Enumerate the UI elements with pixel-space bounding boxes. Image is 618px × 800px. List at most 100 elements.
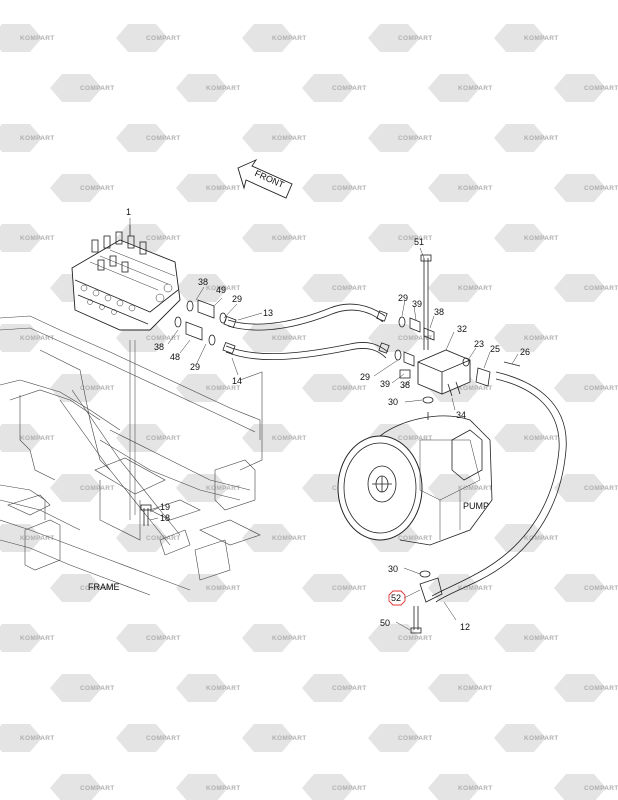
- watermark-text: COMPART: [398, 235, 432, 242]
- pump-label: PUMP: [463, 501, 489, 511]
- watermark-hexagon: [302, 174, 354, 202]
- watermark-text: COMPART: [584, 785, 618, 792]
- watermark-hexagon: [554, 174, 606, 202]
- watermark-hexagon: [494, 124, 546, 152]
- watermark-hexagon: [116, 724, 168, 752]
- watermark-hexagon: [368, 624, 420, 652]
- watermark-hexagon: [428, 274, 480, 302]
- watermark-text: KOMPART: [272, 235, 306, 242]
- watermark-text: KOMPART: [458, 685, 492, 692]
- watermark-hexagon: [554, 374, 606, 402]
- bolt-19-18: [140, 504, 152, 526]
- watermark-text: KOMPART: [458, 485, 492, 492]
- watermark-layer: KOMPART COMPART KOMPART COMPART KOMPART COMPA…: [0, 24, 618, 800]
- watermark-text: COMPART: [332, 85, 366, 92]
- pump-assembly: [337, 412, 493, 634]
- watermark-hexagon: [494, 624, 546, 652]
- watermark-text: KOMPART: [458, 285, 492, 292]
- leader-lines: [129, 218, 519, 631]
- watermark-text: KOMPART: [272, 535, 306, 542]
- watermark-text: COMPART: [584, 385, 618, 392]
- watermark-hexagon: [0, 124, 42, 152]
- callout-38b: 38: [154, 342, 164, 352]
- watermark-hexagon: [116, 24, 168, 52]
- watermark-hexagon: [494, 224, 546, 252]
- front-arrow: FRONT: [237, 158, 293, 199]
- callout-38a: 38: [198, 277, 208, 287]
- watermark-hexagon: [554, 274, 606, 302]
- watermark-hexagon: [242, 524, 294, 552]
- watermark-text: KOMPART: [20, 35, 54, 42]
- watermark-text: COMPART: [146, 335, 180, 342]
- watermark-text: COMPART: [584, 585, 618, 592]
- watermark-text: COMPART: [146, 235, 180, 242]
- watermark-hexagon: [302, 574, 354, 602]
- callout-38d: 38: [400, 380, 410, 390]
- watermark-text: KOMPART: [272, 335, 306, 342]
- watermark-hexagon: [116, 324, 168, 352]
- watermark-text: KOMPART: [206, 285, 240, 292]
- watermark-text: COMPART: [584, 185, 618, 192]
- watermark-hexagon: [116, 524, 168, 552]
- watermark-hexagon: [50, 674, 102, 702]
- watermark-hexagon: [428, 574, 480, 602]
- watermark-hexagon: [50, 774, 102, 800]
- watermark-hexagon: [302, 374, 354, 402]
- hose-12: [431, 371, 567, 603]
- watermark-text: KOMPART: [20, 235, 54, 242]
- watermark-hexagon: [50, 74, 102, 102]
- callout-29c: 29: [398, 293, 408, 303]
- control-valve: [71, 225, 181, 331]
- watermark-text: KOMPART: [206, 685, 240, 692]
- watermark-text: KOMPART: [458, 785, 492, 792]
- watermark-text: COMPART: [584, 685, 618, 692]
- watermark-text: COMPART: [398, 635, 432, 642]
- callout-29a: 29: [232, 294, 242, 304]
- callout-50: 50: [380, 618, 390, 628]
- callout-30b: 30: [388, 564, 398, 574]
- watermark-text: KOMPART: [272, 135, 306, 142]
- watermark-text: KOMPART: [524, 35, 558, 42]
- watermark-text: KOMPART: [458, 185, 492, 192]
- watermark-hexagon: [242, 624, 294, 652]
- watermark-text: COMPART: [332, 385, 366, 392]
- watermark-text: COMPART: [80, 385, 114, 392]
- watermark-text: KOMPART: [458, 85, 492, 92]
- watermark-text: KOMPART: [20, 535, 54, 542]
- watermark-hexagon: [368, 24, 420, 52]
- watermark-text: COMPART: [584, 85, 618, 92]
- watermark-text: KOMPART: [206, 185, 240, 192]
- watermark-hexagon: [368, 724, 420, 752]
- watermark-hexagon: [242, 724, 294, 752]
- watermark-text: COMPART: [398, 135, 432, 142]
- callout-14: 14: [232, 376, 242, 386]
- callout-38c: 38: [434, 307, 444, 317]
- watermark-text: KOMPART: [524, 735, 558, 742]
- watermark-hexagon: [0, 324, 42, 352]
- watermark-hexagon: [176, 374, 228, 402]
- watermark-hexagon: [0, 424, 42, 452]
- watermark-text: COMPART: [398, 335, 432, 342]
- watermark-hexagon: [176, 74, 228, 102]
- watermark-text: KOMPART: [524, 435, 558, 442]
- callout-18: 18: [160, 513, 170, 523]
- callout-29d: 29: [360, 372, 370, 382]
- watermark-hexagon: [494, 724, 546, 752]
- watermark-text: KOMPART: [524, 535, 558, 542]
- callout-19: 19: [160, 502, 170, 512]
- callout-49: 49: [216, 285, 226, 295]
- callout-34: 34: [456, 410, 466, 420]
- watermark-hexagon: [50, 474, 102, 502]
- callout-13: 13: [263, 308, 273, 318]
- watermark-text: KOMPART: [524, 135, 558, 142]
- watermark-text: COMPART: [146, 735, 180, 742]
- watermark-text: KOMPART: [524, 235, 558, 242]
- watermark-text: COMPART: [80, 585, 114, 592]
- watermark-text: COMPART: [332, 785, 366, 792]
- watermark-text: COMPART: [146, 635, 180, 642]
- watermark-text: COMPART: [332, 185, 366, 192]
- frame-structure: [0, 315, 263, 596]
- watermark-hexagon: [0, 524, 42, 552]
- watermark-text: COMPART: [398, 735, 432, 742]
